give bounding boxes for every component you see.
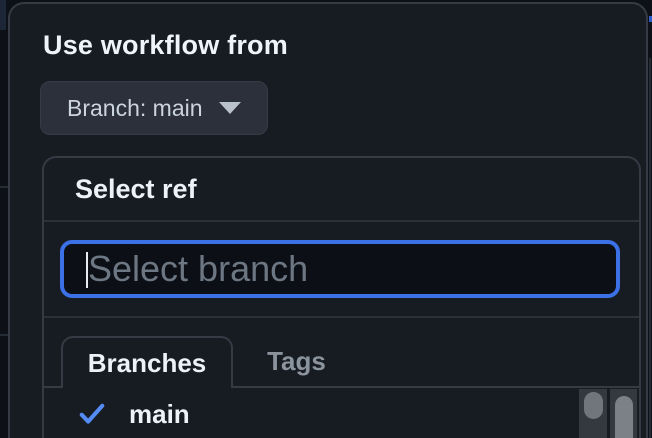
branch-list: main — [44, 388, 639, 438]
panel-scrollbar-thumb[interactable] — [615, 396, 633, 438]
ref-tabs: Branches Tags — [44, 318, 639, 388]
tab-tags[interactable]: Tags — [224, 336, 369, 386]
ref-selector-title: Select ref — [75, 173, 197, 204]
list-scrollbar-thumb[interactable] — [584, 392, 603, 419]
list-scrollbar-track[interactable] — [579, 389, 607, 438]
run-workflow-panel: Use workflow from Branch: main Select re… — [8, 2, 648, 438]
branch-select-button[interactable]: Branch: main — [40, 81, 268, 135]
caret-down-icon — [218, 102, 241, 114]
check-icon — [79, 403, 105, 424]
tab-branches[interactable]: Branches — [61, 336, 233, 388]
page-background-artifact — [0, 186, 8, 188]
panel-scrollbar-track[interactable] — [610, 389, 637, 438]
branch-list-item[interactable]: main — [44, 388, 639, 438]
tab-branches-label: Branches — [87, 347, 207, 378]
branch-name: main — [129, 398, 190, 429]
ref-selector-header: Select ref — [44, 158, 639, 222]
page-background-artifact — [649, 16, 652, 22]
page-background-artifact — [0, 0, 6, 30]
ref-search-input[interactable] — [60, 240, 620, 298]
text-cursor — [86, 252, 88, 288]
branch-button-label: Branch: main — [67, 94, 203, 121]
page-background-artifact — [649, 58, 651, 438]
use-workflow-from-heading: Use workflow from — [43, 30, 288, 60]
ref-search-row — [44, 222, 639, 318]
ref-selector-panel: Select ref Branches Tags ma — [42, 156, 641, 438]
tab-tags-label: Tags — [267, 345, 326, 376]
page-background-artifact — [0, 334, 8, 336]
